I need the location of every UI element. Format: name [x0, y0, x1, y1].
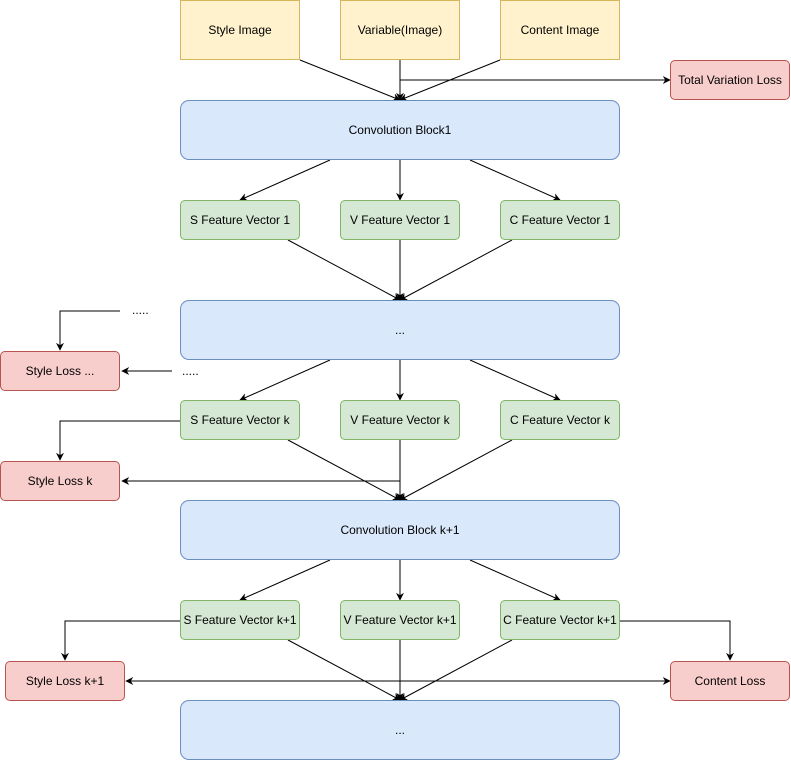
edge-ck-to-block-k1 — [399, 439, 513, 501]
v-feature-vector-k1-node: V Feature Vector k+1 — [340, 600, 460, 640]
dots-annotation-top: ..... — [132, 303, 149, 317]
edge-block-k1-to-ck1 — [469, 559, 561, 601]
edge-block-k1-to-sk1 — [239, 559, 331, 601]
edge-sk-to-style-loss-k — [56, 420, 180, 461]
edge-sk-to-block-k1 — [287, 439, 401, 501]
content-loss-node: Content Loss — [670, 661, 790, 701]
edge-s1-to-mid-block — [287, 239, 401, 301]
convolution-block-ellipsis-mid-node: ... — [180, 300, 620, 360]
style-loss-ellipsis-node: Style Loss ... — [0, 351, 120, 391]
v-feature-vector-k-node: V Feature Vector k — [340, 400, 460, 440]
convolution-block1-node: Convolution Block1 — [180, 100, 620, 160]
edge-mid-block-to-sk — [239, 359, 331, 401]
s-feature-vector-1-node: S Feature Vector 1 — [180, 200, 300, 240]
dots-annotation-mid: ..... — [182, 364, 199, 378]
content-image-node: Content Image — [500, 0, 620, 60]
v-feature-vector-1-node: V Feature Vector 1 — [340, 200, 460, 240]
edge-sk1-to-bottom-block — [287, 639, 401, 701]
edge-mid-block-to-ck — [469, 359, 561, 401]
edge-block1-to-c1 — [469, 159, 561, 201]
style-loss-k1-node: Style Loss k+1 — [5, 661, 125, 701]
edge-style-image-to-block1 — [299, 59, 401, 102]
edge-block1-to-s1 — [239, 159, 331, 201]
c-feature-vector-k-node: C Feature Vector k — [500, 400, 620, 440]
convolution-block-ellipsis-bottom-node: ... — [180, 700, 620, 760]
variable-image-node: Variable(Image) — [340, 0, 460, 60]
s-feature-vector-k-node: S Feature Vector k — [180, 400, 300, 440]
convolution-block-k1-node: Convolution Block k+1 — [180, 500, 620, 560]
style-image-node: Style Image — [180, 0, 300, 60]
edge-dots-top-to-style-loss-ellipsis — [56, 310, 120, 351]
edge-vk-to-style-loss-k — [121, 440, 401, 485]
total-variation-loss-node: Total Variation Loss — [670, 60, 790, 100]
edge-sk1-to-style-loss-k1 — [61, 620, 180, 661]
style-loss-k-node: Style Loss k — [0, 461, 120, 501]
edge-ck1-to-content-loss — [620, 620, 734, 661]
c-feature-vector-k1-node: C Feature Vector k+1 — [500, 600, 620, 640]
edge-ck1-to-bottom-block — [399, 639, 513, 701]
edge-c1-to-mid-block — [399, 239, 513, 301]
s-feature-vector-k1-node: S Feature Vector k+1 — [180, 600, 300, 640]
c-feature-vector-1-node: C Feature Vector 1 — [500, 200, 620, 240]
